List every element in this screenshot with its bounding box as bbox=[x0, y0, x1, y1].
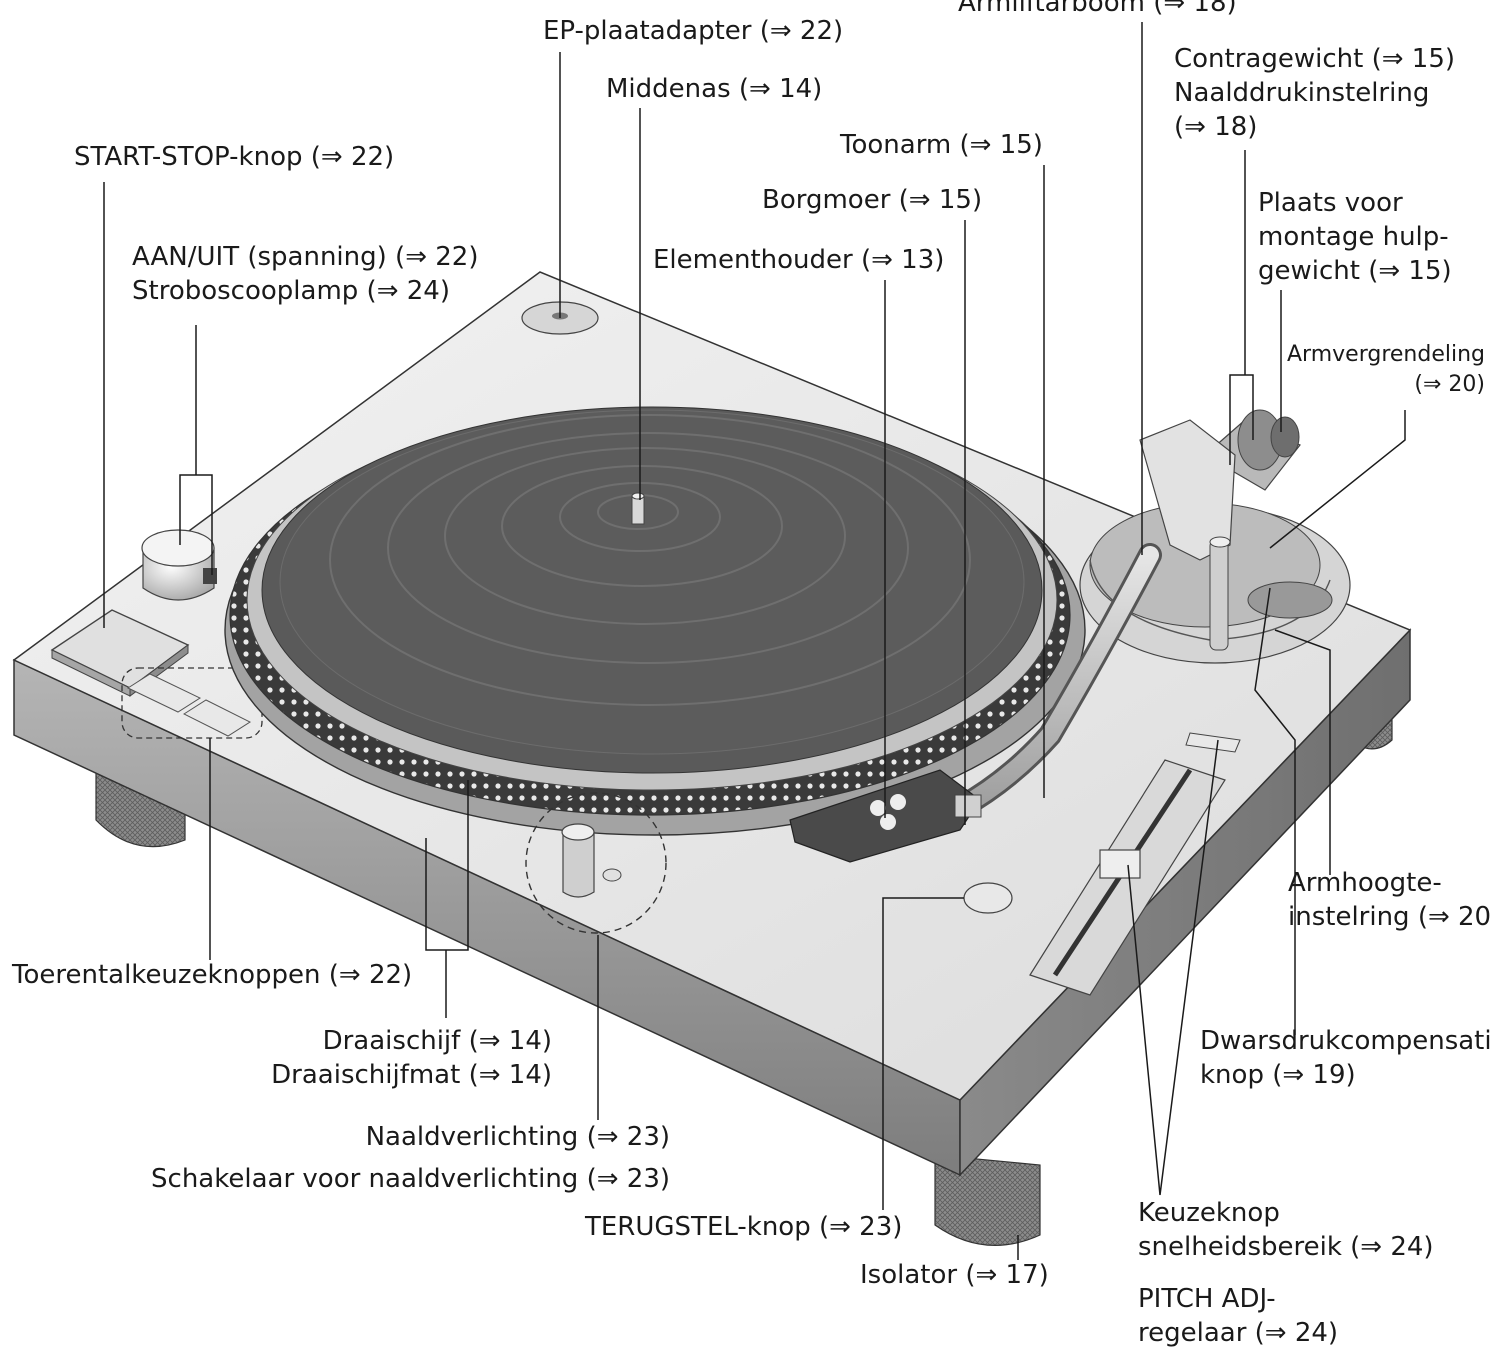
label-counterweight: Contragewicht (⇒ 15) bbox=[1174, 42, 1455, 76]
label-pitch-range-line1: Keuzeknop bbox=[1138, 1196, 1434, 1230]
leader-anti-skating bbox=[1255, 588, 1295, 1035]
label-power-strobe-group: AAN/UIT (spanning) (⇒ 22) Stroboscooplam… bbox=[132, 240, 478, 308]
label-pitch-range-line2: snelheidsbereik (⇒ 24) bbox=[1138, 1230, 1434, 1264]
leader-platter bbox=[426, 780, 468, 1018]
label-pitch-adj-line2: regelaar (⇒ 24) bbox=[1138, 1316, 1338, 1350]
label-pitch-adj-line1: PITCH ADJ- bbox=[1138, 1282, 1338, 1316]
label-counterweight-group: Contragewicht (⇒ 15) Naalddrukinstelring… bbox=[1174, 42, 1455, 144]
label-platter: Draaischijf (⇒ 14) bbox=[200, 1024, 552, 1058]
label-stylus-pressure-line2: (⇒ 18) bbox=[1174, 110, 1455, 144]
label-arm-clamp-line1: Armvergrendeling bbox=[1265, 340, 1485, 370]
label-stylus-light-switch: Schakelaar voor naaldverlichting (⇒ 23) bbox=[100, 1162, 670, 1196]
leader-pitch bbox=[1128, 740, 1218, 1195]
label-speed-select: Toerentalkeuzeknoppen (⇒ 22) bbox=[12, 958, 412, 992]
leader-stylus-pressure bbox=[1230, 150, 1253, 465]
label-ep-adapter: EP-plaatadapter (⇒ 22) bbox=[543, 14, 843, 48]
label-tonearm: Toonarm (⇒ 15) bbox=[840, 128, 1043, 162]
label-arm-height-line1: Armhoogte- bbox=[1288, 866, 1493, 900]
label-platter-group: Draaischijf (⇒ 14) Draaischijfmat (⇒ 14) bbox=[200, 1024, 552, 1092]
label-arm-height-group: Armhoogte- instelring (⇒ 20) bbox=[1288, 866, 1493, 934]
label-insulator: Isolator (⇒ 17) bbox=[860, 1258, 1049, 1292]
label-power: AAN/UIT (spanning) (⇒ 22) bbox=[132, 240, 478, 274]
label-arm-clamp-line2: (⇒ 20) bbox=[1265, 370, 1485, 400]
label-spindle: Middenas (⇒ 14) bbox=[606, 72, 822, 106]
label-sub-weight-line3: gewicht (⇒ 15) bbox=[1258, 254, 1452, 288]
label-anti-skating-line1: Dwarsdrukcompensatie- bbox=[1200, 1024, 1493, 1058]
label-anti-skating-group: Dwarsdrukcompensatie- knop (⇒ 19) bbox=[1200, 1024, 1493, 1092]
leader-reset bbox=[883, 898, 964, 1210]
label-reset: TERUGSTEL-knop (⇒ 23) bbox=[585, 1210, 902, 1244]
leader-power-strobe bbox=[180, 325, 212, 575]
label-arm-height-line2: instelring (⇒ 20) bbox=[1288, 900, 1493, 934]
label-headshell: Elementhouder (⇒ 13) bbox=[653, 243, 944, 277]
label-stylus-light: Naaldverlichting (⇒ 23) bbox=[100, 1120, 670, 1154]
leader-arm-height bbox=[1275, 630, 1330, 875]
label-sub-weight-line1: Plaats voor bbox=[1258, 186, 1452, 220]
label-pitch-adj-group: PITCH ADJ- regelaar (⇒ 24) bbox=[1138, 1282, 1338, 1350]
label-sub-weight-line2: montage hulp- bbox=[1258, 220, 1452, 254]
label-start-stop: START-STOP-knop (⇒ 22) bbox=[74, 140, 394, 174]
label-stylus-light-group: Naaldverlichting (⇒ 23) Schakelaar voor … bbox=[100, 1120, 670, 1196]
label-armlift: Armliftarboom (⇒ 18) bbox=[958, 0, 1237, 20]
label-anti-skating-line2: knop (⇒ 19) bbox=[1200, 1058, 1493, 1092]
label-stylus-pressure-line1: Naalddrukinstelring bbox=[1174, 76, 1455, 110]
label-locking-nut: Borgmoer (⇒ 15) bbox=[762, 183, 982, 217]
label-sub-weight-group: Plaats voor montage hulp- gewicht (⇒ 15) bbox=[1258, 186, 1452, 288]
leader-arm-clamp bbox=[1270, 410, 1405, 548]
label-platter-mat: Draaischijfmat (⇒ 14) bbox=[200, 1058, 552, 1092]
label-pitch-range-group: Keuzeknop snelheidsbereik (⇒ 24) bbox=[1138, 1196, 1434, 1264]
label-arm-clamp-group: Armvergrendeling (⇒ 20) bbox=[1265, 340, 1485, 400]
label-strobe: Stroboscooplamp (⇒ 24) bbox=[132, 274, 478, 308]
